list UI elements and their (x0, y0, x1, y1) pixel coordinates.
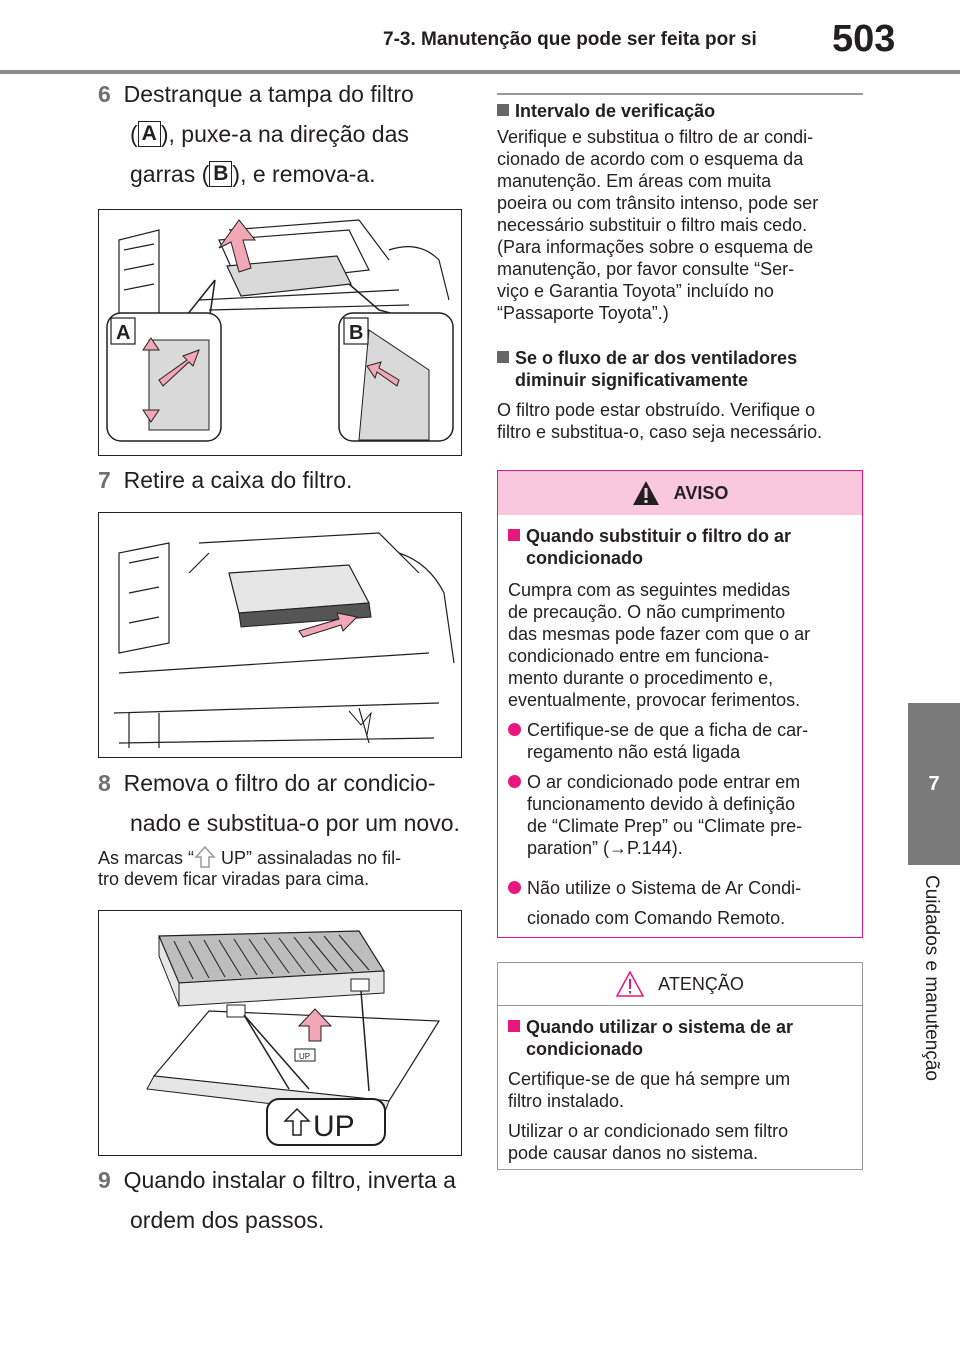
step-text: garras ( (130, 161, 210, 187)
warning-box: AVISO Quando substituir o filtro do ar c… (497, 470, 863, 938)
caution-text: Certifique-se de que há sempre um (508, 1069, 791, 1089)
up-label: UP (313, 1110, 355, 1143)
warning-bullet: O ar condicionado pode entrar em funcion… (508, 771, 848, 859)
square-bullet-icon (497, 104, 509, 116)
figure-label-a: A (116, 322, 130, 344)
section-inspection-interval: Intervalo de verificação Verifique e sub… (497, 100, 867, 324)
caution-title: ATENÇÃO (658, 973, 744, 994)
figure-filter-case (98, 512, 462, 758)
section-text: manutenção. Em áreas com muita (497, 171, 772, 191)
bullet-text: de “Climate Prep” ou “Climate pre- (527, 816, 803, 836)
step-text: ordem dos passos. (130, 1207, 325, 1233)
warning-text: de precaução. O não cumprimento (508, 602, 786, 622)
chapter-number: 7 (928, 772, 940, 795)
step-text: ), puxe-a na direção das (160, 121, 409, 147)
step-number: 8 (98, 770, 111, 796)
section-text: manutenção, por favor consulte “Ser- (497, 259, 795, 279)
label-a-box: A (137, 121, 161, 147)
warning-heading: condicionado (526, 548, 643, 568)
square-bullet-icon (497, 351, 509, 363)
note-text: tro devem ficar viradas para cima. (98, 869, 370, 889)
section-text: (Para informações sobre o esquema de (497, 237, 814, 257)
step-7: 7 Retire a caixa do filtro. (98, 460, 468, 500)
section-text: viço e Garantia Toyota” incluído no (497, 281, 774, 301)
warning-bullet: Não utilize o Sistema de Ar Condi- ciona… (508, 873, 848, 933)
chapter-tab: 7 (908, 703, 960, 865)
header-rule (0, 70, 960, 74)
warning-text: Cumpra com as seguintes medidas (508, 580, 791, 600)
bullet-text: Certifique-se de que a ficha de car- (527, 720, 809, 740)
note-text: UP” assinaladas no fil- (216, 848, 402, 868)
section-text: filtro e substitua-o, caso seja necessár… (497, 422, 823, 442)
step-text: Retire a caixa do filtro. (123, 467, 353, 493)
section-airflow: Se o fluxo de ar dos ventiladores diminu… (497, 347, 867, 443)
figure-label-b: B (349, 322, 363, 344)
bullet-text: paration” (→P.144). (527, 838, 683, 858)
round-bullet-icon (508, 881, 521, 894)
section-rule (497, 93, 863, 95)
round-bullet-icon (508, 775, 521, 788)
caution-text: pode causar danos no sistema. (508, 1143, 759, 1163)
running-header: 7-3. Manutenção que pode ser feita por s… (383, 29, 757, 50)
page-number: 503 (832, 18, 896, 60)
step-8: 8 Remova o filtro do ar condicio- nado e… (98, 763, 468, 843)
warning-title: AVISO (673, 482, 729, 503)
note-text: As marcas “ (98, 848, 195, 868)
round-bullet-icon (508, 723, 521, 736)
step-number: 7 (98, 467, 111, 493)
filter-up-mark: UP (299, 1052, 310, 1061)
chapter-title: Cuidados e manutenção (921, 875, 942, 1081)
warning-triangle-icon (632, 481, 659, 505)
caution-heading: condicionado (526, 1039, 643, 1059)
step-text: ( (130, 121, 138, 147)
warning-bullet: Certifique-se de que a ficha de car- reg… (508, 719, 848, 763)
caution-box: ATENÇÃO Quando utilizar o sistema de ar … (497, 962, 863, 1170)
section-heading: Se o fluxo de ar dos ventiladores (515, 348, 798, 368)
warning-heading: Quando substituir o filtro do ar (526, 526, 791, 546)
section-text: poeira ou com trânsito intenso, pode ser (497, 193, 819, 213)
section-text: Verifique e substitua o filtro de ar con… (497, 127, 814, 147)
caution-header: ATENÇÃO (498, 963, 862, 1006)
step-text: Destranque a tampa do filtro (123, 81, 414, 107)
section-text: cionado de acordo com o esquema da (497, 149, 804, 169)
warning-text: eventualmente, provocar ferimentos. (508, 690, 801, 710)
figure-filter-cover: A B (98, 209, 462, 456)
warning-text: mento durante o procedimento e, (508, 668, 774, 688)
section-heading: Intervalo de verificação (515, 101, 716, 121)
filter-cover-illustration: A B (106, 219, 454, 442)
filter-case-illustration (113, 532, 455, 748)
label-b-box: B (209, 161, 233, 187)
warning-text: condicionado entre em funciona- (508, 646, 770, 666)
step-number: 6 (98, 81, 111, 107)
up-arrow-icon (194, 845, 216, 868)
square-bullet-icon (508, 529, 520, 541)
step-9: 9 Quando instalar o filtro, inverta a or… (98, 1160, 468, 1240)
step-text: nado e substitua-o por um novo. (130, 810, 460, 836)
square-bullet-icon (508, 1020, 520, 1032)
step-number: 9 (98, 1167, 111, 1193)
step-6: 6 Destranque a tampa do filtro (A), puxe… (98, 74, 468, 194)
caution-text: Utilizar o ar condicionado sem filtro (508, 1121, 789, 1141)
step-text: ), e remova-a. (232, 161, 376, 187)
step-text: Quando instalar o filtro, inverta a (123, 1167, 456, 1193)
bullet-text: funcionamento devido à definição (527, 794, 796, 814)
warning-text: das mesmas pode fazer com que o ar (508, 624, 811, 644)
orientation-note: As marcas “ UP” assinaladas no fil- tro … (98, 845, 468, 890)
step-text: Remova o filtro do ar condicio- (123, 770, 436, 796)
bullet-text: cionado com Comando Remoto. (527, 908, 786, 928)
section-heading: diminuir significativamente (515, 370, 749, 390)
bullet-text: regamento não está ligada (527, 742, 741, 762)
section-text: O filtro pode estar obstruído. Verifique… (497, 400, 816, 420)
section-text: “Passaporte Toyota”.) (497, 303, 669, 323)
warning-header: AVISO (498, 471, 862, 515)
section-text: necessário substituir o filtro mais cedo… (497, 215, 808, 235)
filter-up-illustration: UP UP (146, 930, 441, 1146)
bullet-text: O ar condicionado pode entrar em (527, 772, 801, 792)
bullet-text: Não utilize o Sistema de Ar Condi- (527, 878, 802, 898)
caution-text: filtro instalado. (508, 1091, 625, 1111)
caution-heading: Quando utilizar o sistema de ar (526, 1017, 794, 1037)
caution-triangle-icon (616, 971, 645, 997)
figure-filter-up-marks: UP UP (98, 910, 462, 1156)
